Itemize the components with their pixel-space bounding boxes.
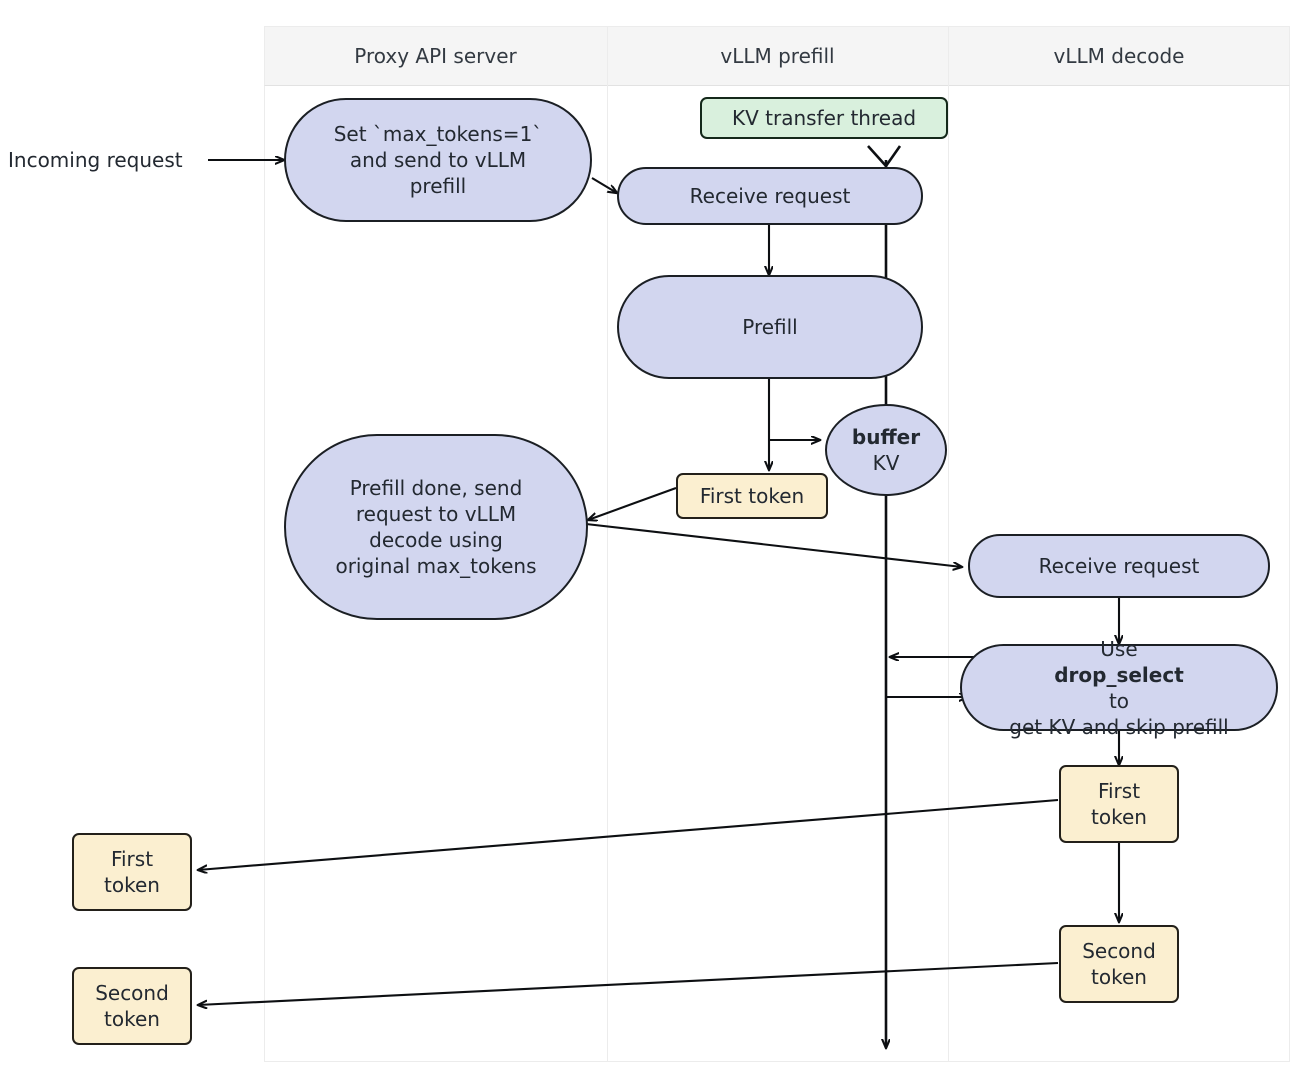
node-prefill-receive-request[interactable]: Receive request <box>617 167 923 225</box>
lane-divider-1 <box>607 26 608 1062</box>
lane-title-proxy: Proxy API server <box>354 44 517 68</box>
prefill-receive-label: Receive request <box>689 184 851 208</box>
proxy-first-token-line-1: First <box>110 847 154 871</box>
set-max-tokens-line-3: prefill <box>409 174 467 198</box>
drop-select-line-1: Use drop_select to <box>1009 636 1228 714</box>
node-prefill-done[interactable]: Prefill done, send request to vLLM decod… <box>284 434 588 620</box>
lane-title-prefill: vLLM prefill <box>720 44 835 68</box>
prefill-done-line-2: request to vLLM <box>355 502 517 526</box>
drop-select-bold: drop_select <box>1054 662 1184 687</box>
set-max-tokens-line-2: and send to vLLM <box>349 148 527 172</box>
prefill-done-line-1: Prefill done, send <box>349 476 523 500</box>
buffer-kv-bold-label: buffer <box>851 425 921 449</box>
node-prefill-first-token[interactable]: First token <box>676 473 828 519</box>
node-prefill[interactable]: Prefill <box>617 275 923 379</box>
proxy-first-token-line-2: token <box>104 873 160 897</box>
node-decode-second-token[interactable]: Second token <box>1059 925 1179 1003</box>
node-set-max-tokens[interactable]: Set `max_tokens=1` and send to vLLM pref… <box>284 98 592 222</box>
decode-first-token-line-2: token <box>1091 805 1147 829</box>
decode-second-token-line-1: Second <box>1082 939 1156 963</box>
proxy-second-token-line-2: token <box>104 1007 160 1031</box>
prefill-first-token-label: First token <box>699 484 805 508</box>
kv-transfer-thread-label: KV transfer thread <box>731 106 917 130</box>
prefill-done-line-3: decode using <box>369 528 503 552</box>
node-kv-transfer-thread[interactable]: KV transfer thread <box>700 97 948 139</box>
node-drop-select[interactable]: Use drop_select to get KV and skip prefi… <box>960 637 1278 739</box>
proxy-second-token-line-1: Second <box>95 981 169 1005</box>
node-proxy-first-token[interactable]: First token <box>72 833 192 911</box>
drop-select-suffix: to <box>1108 688 1130 713</box>
node-buffer-kv[interactable]: buffer KV <box>825 404 947 496</box>
prefill-done-line-4: original max_tokens <box>335 554 537 578</box>
prefill-label: Prefill <box>742 315 798 339</box>
set-max-tokens-line-1: Set `max_tokens=1` <box>333 122 543 146</box>
drop-select-line-2: get KV and skip prefill <box>1009 714 1229 739</box>
swimlane-header-band <box>264 26 1290 86</box>
buffer-kv-label: KV <box>872 451 900 475</box>
decode-receive-label: Receive request <box>1038 554 1200 578</box>
incoming-request-label: Incoming request <box>8 148 183 172</box>
decode-first-token-line-1: First <box>1097 779 1141 803</box>
lane-divider-2 <box>948 26 949 1062</box>
node-decode-first-token[interactable]: First token <box>1059 765 1179 843</box>
drop-select-prefix: Use <box>1100 636 1138 661</box>
node-decode-receive-request[interactable]: Receive request <box>968 534 1270 598</box>
decode-second-token-line-2: token <box>1091 965 1147 989</box>
node-proxy-second-token[interactable]: Second token <box>72 967 192 1045</box>
lane-title-decode: vLLM decode <box>1053 44 1185 68</box>
